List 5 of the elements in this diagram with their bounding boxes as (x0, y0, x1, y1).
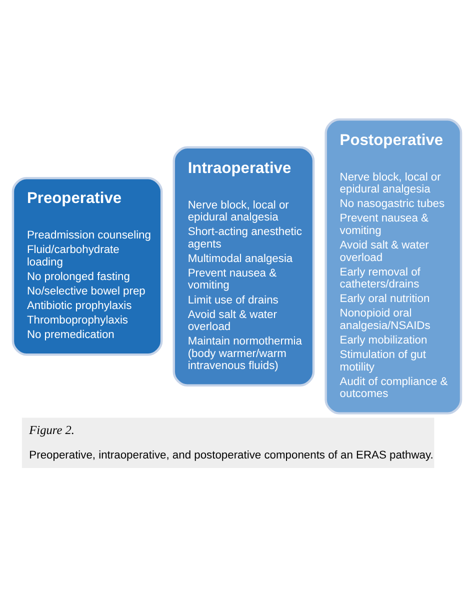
node-box: Postoperative Nerve block, local or epidural analgesia No nasogastric tubes Prevent nausea & vomiting Avoid salt & water overload Early removal of catheters/drains Early oral nutrition Nonopioid oral analgesia/NSAIDs Early mobilization Stimulation of gut motility Audit of compliance & outcomes (324, 118, 462, 414)
node-box: Preoperative Preadmission counseling Fluid/carbohydrate loading No prolonged fasting No/selective bowel prep Antibiotic prophylaxis Thromboprophylaxis No premedication (12, 176, 163, 356)
label: Figure 2. (29, 422, 74, 436)
caption: Preoperative, intraoperative, and postoperative components of an ERAS pathway. (29, 449, 434, 462)
node-box: Intraoperative Nerve block, local or epidural analgesia Short-acting anesthetic agents Multimodal analgesia Prevent nausea & vomiting Limit use of drains Avoid salt & water overload Maintain normothermia (body warmer/warm intravenous fluids) (172, 146, 315, 386)
